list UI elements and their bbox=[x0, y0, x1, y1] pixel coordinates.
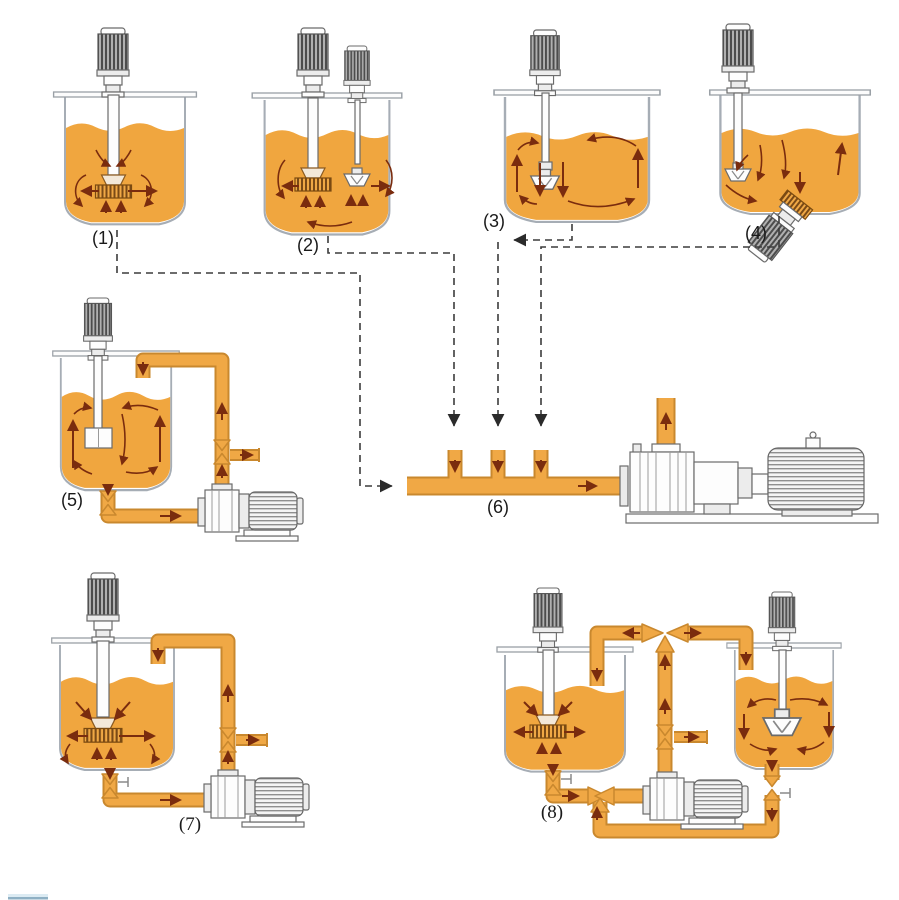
station-2 bbox=[251, 27, 403, 236]
station-label-3: (3) bbox=[483, 211, 505, 231]
tank-7 bbox=[58, 643, 176, 772]
pump-8 bbox=[642, 771, 749, 830]
flow-arrows-7 bbox=[59, 701, 161, 765]
mixer-shaft-7 bbox=[96, 640, 110, 718]
flow-arrows-5 bbox=[67, 400, 166, 476]
flow-arrows-4 bbox=[725, 139, 847, 205]
pump-7 bbox=[203, 769, 310, 828]
flow-arrows-1 bbox=[72, 149, 158, 213]
mixer-shaft-8b bbox=[778, 649, 787, 715]
station-5 bbox=[52, 297, 304, 542]
station-label-1: (1) bbox=[92, 228, 114, 248]
tank-5 bbox=[59, 356, 173, 492]
station-label-5: (5) bbox=[61, 490, 83, 510]
valve-8-right-outlet bbox=[763, 775, 781, 801]
tank-2 bbox=[263, 98, 391, 236]
valve-8-left-stem bbox=[561, 774, 572, 784]
agitator-motor-8b bbox=[767, 591, 797, 652]
dashed-line-tank2-to-manifold bbox=[327, 236, 461, 427]
mixer-shaft-2a bbox=[307, 97, 319, 171]
flow-arrows-8-right bbox=[738, 697, 835, 757]
station-3 bbox=[493, 29, 661, 224]
pump-6 bbox=[619, 398, 879, 524]
dashed-line-tank4-to-manifold bbox=[534, 216, 780, 427]
tank-3-flange bbox=[493, 89, 661, 96]
pump-5 bbox=[197, 483, 304, 542]
station-labels: (1) (2) (3) (4) (5) (6) (7) (8) bbox=[61, 211, 767, 835]
flow-arrows-3 bbox=[511, 133, 644, 208]
station-8 bbox=[496, 587, 842, 839]
agitator-motor-1 bbox=[96, 27, 130, 98]
tank-1-flange bbox=[52, 91, 198, 98]
bottom-entry-mixer-4 bbox=[747, 189, 814, 263]
valve-7-stem bbox=[118, 777, 129, 787]
station-label-7: (7) bbox=[179, 814, 201, 835]
tank-8-left bbox=[504, 654, 626, 773]
mixer-shaft-2b bbox=[354, 99, 361, 165]
station-label-8: (8) bbox=[541, 802, 563, 823]
mixer-shaft-1 bbox=[107, 94, 120, 176]
station-label-4: (4) bbox=[745, 223, 767, 243]
dashed-line-tank1-to-manifold bbox=[116, 230, 393, 493]
pipe-arrows-8 bbox=[547, 627, 778, 822]
footer-sliver bbox=[8, 894, 48, 900]
dashed-line-tank3-elbow bbox=[513, 224, 573, 247]
tank-2-flange bbox=[251, 92, 403, 99]
station-label-6: (6) bbox=[487, 497, 509, 517]
flow-arrows-2 bbox=[275, 159, 395, 230]
agitator-motor-4 bbox=[721, 23, 755, 94]
mixer-shaft-5 bbox=[93, 355, 103, 431]
agitator-motor-3 bbox=[529, 29, 561, 97]
tank-8-left-flange bbox=[496, 646, 634, 653]
agitator-motor-7 bbox=[86, 572, 120, 643]
mixer-shaft-3 bbox=[541, 92, 550, 166]
three-way-valve-top-8 bbox=[641, 623, 689, 653]
station-1 bbox=[52, 27, 198, 226]
pipe-arrows-6 bbox=[449, 460, 598, 492]
station-7 bbox=[51, 572, 310, 828]
agitator-motor-2a bbox=[296, 27, 330, 98]
three-way-valve-bottom-8 bbox=[587, 786, 615, 813]
station-6 bbox=[407, 398, 879, 524]
mixer-shaft-4 bbox=[733, 92, 743, 166]
flow-arrows-8-left bbox=[513, 701, 586, 754]
pipe-arrows-5 bbox=[102, 362, 254, 522]
station-4 bbox=[708, 23, 872, 263]
manifold-pipe-6 bbox=[407, 450, 622, 496]
mixer-shaft-8a bbox=[542, 649, 555, 717]
agitator-motor-8a bbox=[532, 587, 564, 653]
valve-8-right-stem bbox=[780, 788, 791, 798]
tank-1 bbox=[63, 95, 187, 226]
dashed-connectors bbox=[116, 216, 780, 493]
pipe-arrows-7 bbox=[104, 648, 260, 806]
station-label-2: (2) bbox=[297, 235, 319, 255]
